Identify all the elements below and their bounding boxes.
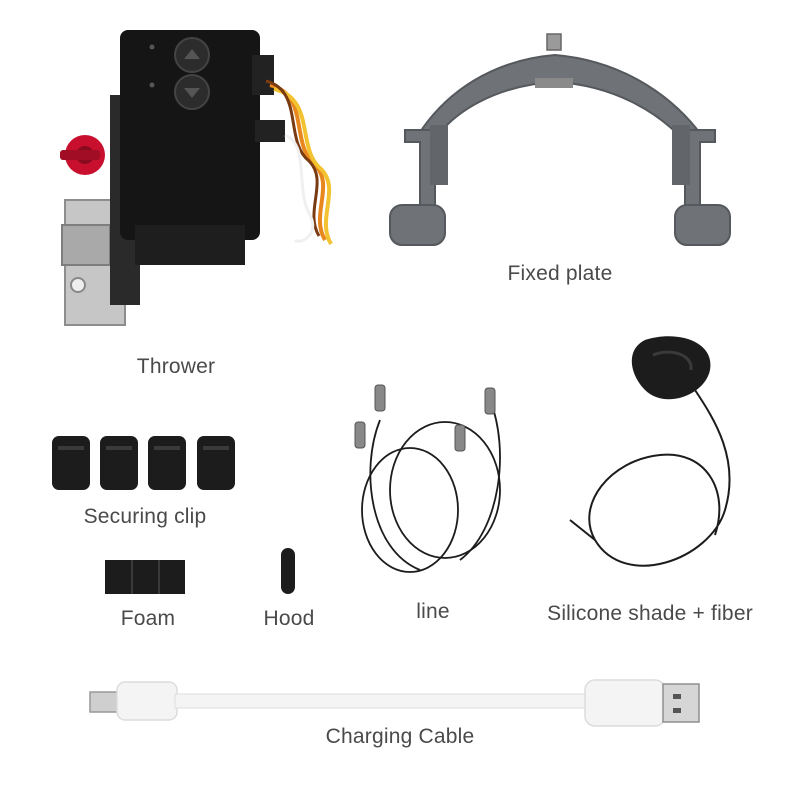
hood-image bbox=[281, 548, 295, 594]
fixed-plate-image bbox=[389, 33, 731, 246]
securing-clip-label: Securing clip bbox=[83, 505, 207, 528]
hood-label: Hood bbox=[263, 607, 315, 630]
fixed-plate-label: Fixed plate bbox=[507, 262, 613, 285]
thrower-label: Thrower bbox=[136, 355, 216, 378]
securing-clip-image bbox=[52, 436, 235, 490]
charging-cable-label: Charging Cable bbox=[325, 725, 475, 748]
silicone-shade-fiber-image bbox=[569, 336, 731, 567]
foam-label: Foam bbox=[120, 607, 176, 630]
foam-image bbox=[105, 560, 185, 594]
line-image bbox=[354, 384, 501, 573]
charging-cable-image bbox=[89, 679, 700, 727]
thrower-image bbox=[60, 30, 333, 326]
line-label: line bbox=[416, 600, 450, 623]
silicone-shade-fiber-label: Silicone shade + fiber bbox=[547, 602, 753, 625]
